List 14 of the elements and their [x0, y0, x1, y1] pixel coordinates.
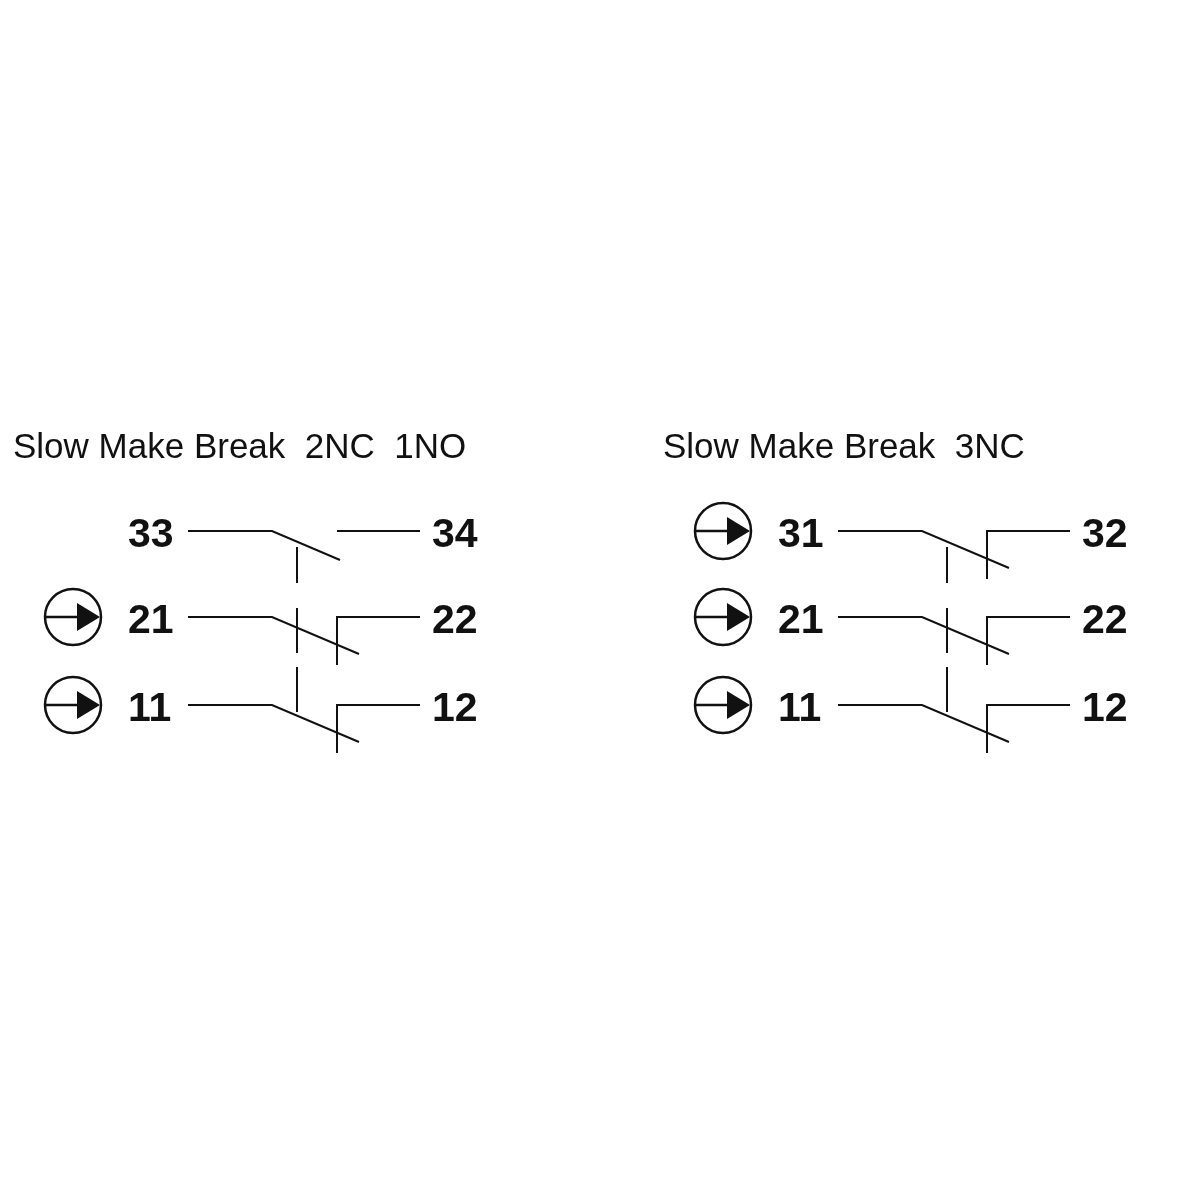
terminal-number: 11	[778, 686, 822, 728]
terminal-number: 33	[128, 512, 174, 554]
terminal-number: 22	[432, 598, 478, 640]
terminal-number: 34	[432, 512, 478, 554]
terminal-number: 21	[778, 598, 824, 640]
terminal-number: 32	[1082, 512, 1128, 554]
terminal-number: 12	[1082, 686, 1128, 728]
terminal-number: 12	[432, 686, 478, 728]
terminal-number: 22	[1082, 598, 1128, 640]
contact-configuration-heading: Slow Make Break 3NC	[663, 428, 1025, 463]
terminal-number: 21	[128, 598, 174, 640]
contact-configuration-heading: Slow Make Break 2NC 1NO	[13, 428, 467, 463]
terminal-number: 31	[778, 512, 824, 554]
terminal-number: 11	[128, 686, 172, 728]
